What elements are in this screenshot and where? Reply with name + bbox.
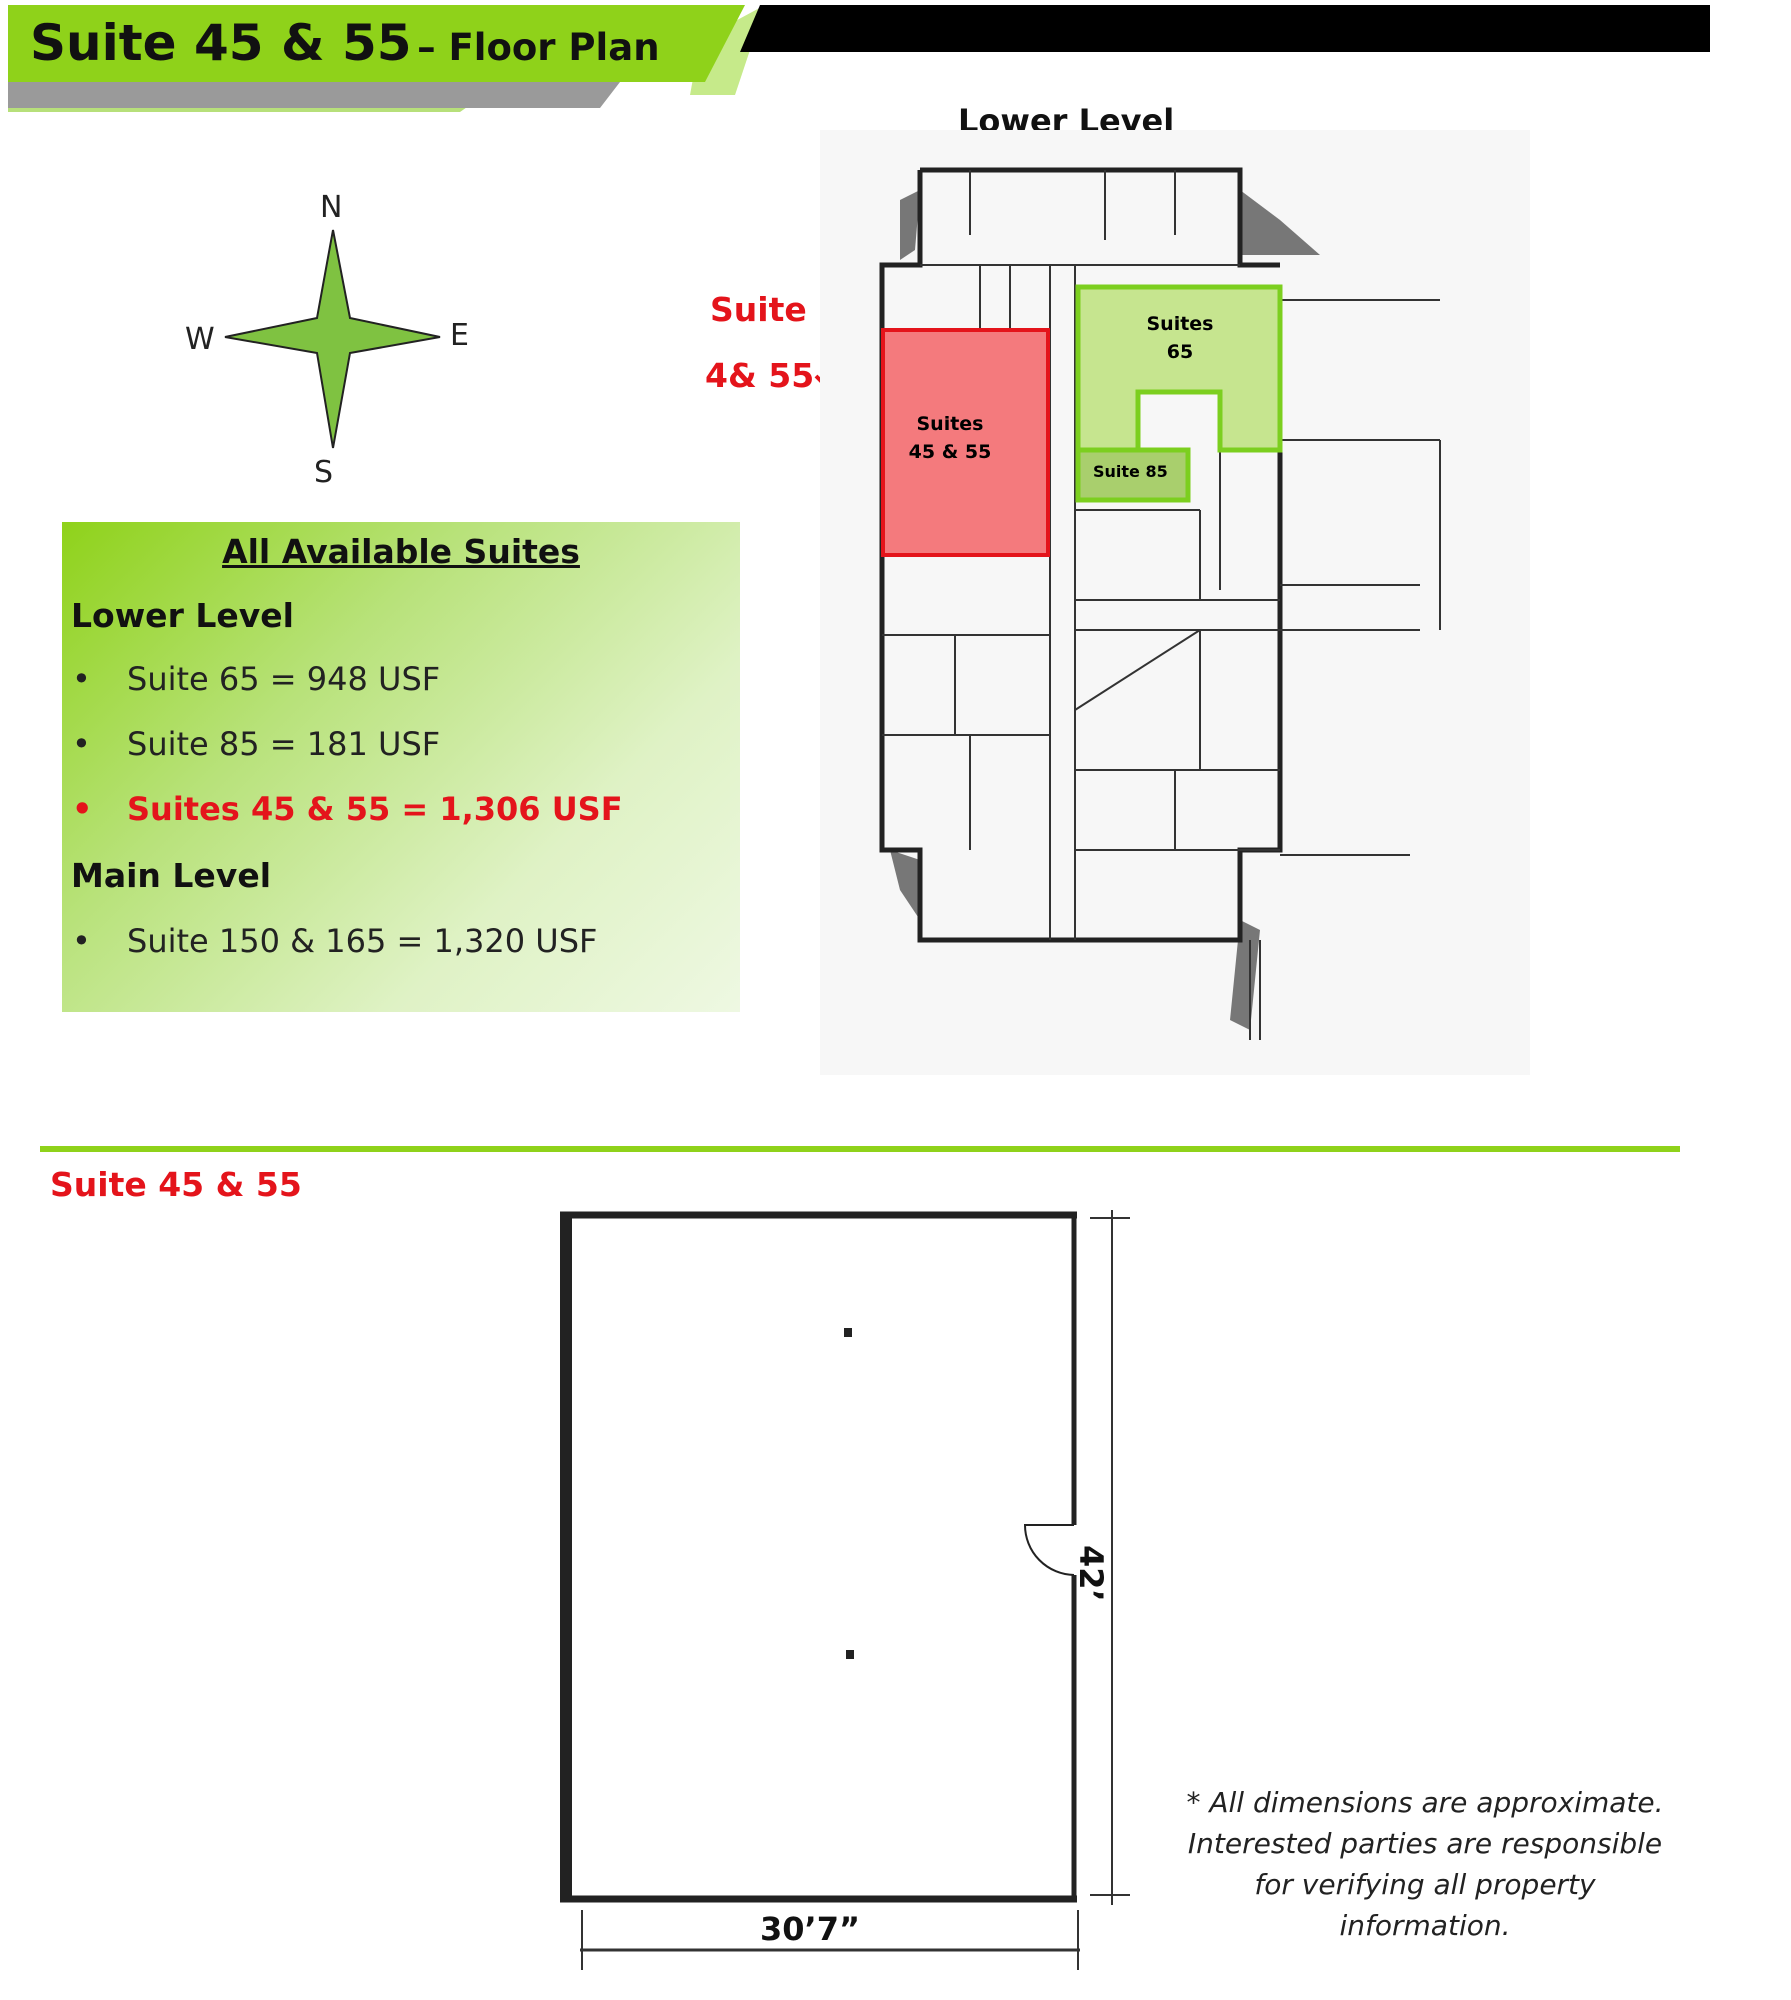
lower-level-floor-plan: [820, 130, 1530, 1075]
door-icon: [1023, 1524, 1075, 1576]
header-banner: [8, 5, 1710, 112]
suite-list-item: • Suite 65 = 948 USF: [72, 660, 440, 698]
detail-plan-title: Suite 45 & 55: [50, 1165, 302, 1204]
suite-85-highlight[interactable]: [1075, 447, 1191, 503]
callout-label-line1: Suite: [710, 290, 807, 329]
available-suites-panel: All Available Suites Lower Level • Suite …: [62, 522, 740, 1012]
suite-45-55-text: Suites 45 & 55 = 1,306 USF: [127, 790, 623, 828]
disclaimer-line: * All dimensions are approximate.: [1186, 1786, 1664, 1819]
page-title: Suite 45 & 55 – Floor Plan: [30, 14, 660, 72]
disclaimer: * All dimensions are approximate. Intere…: [1160, 1782, 1690, 1946]
compass-south: S: [314, 455, 334, 490]
section-divider: [40, 1146, 1680, 1152]
bullet: •: [72, 660, 91, 698]
suite-list-item: • Suite 85 = 181 USF: [72, 725, 440, 763]
available-suites-heading: All Available Suites: [222, 532, 580, 571]
lower-level-title: Lower Level: [71, 596, 294, 635]
suite-65-label-line1: Suites: [1146, 313, 1214, 335]
disclaimer-line: Interested parties are responsible: [1187, 1827, 1663, 1860]
suite-65-text: Suite 65 = 948 USF: [127, 660, 441, 698]
bullet: •: [72, 922, 91, 960]
width-dimension: 30’7”: [760, 1910, 860, 1948]
suite-list-item: • Suite 150 & 165 = 1,320 USF: [72, 922, 597, 960]
bullet: •: [72, 790, 93, 828]
main-level-title: Main Level: [71, 856, 272, 895]
title-sub: – Floor Plan: [417, 26, 660, 69]
compass-rose-icon: [224, 229, 441, 449]
suite-150-165-text: Suite 150 & 165 = 1,320 USF: [127, 922, 598, 960]
suite-85-label: Suite 85: [1093, 462, 1168, 481]
compass-east: E: [450, 318, 469, 353]
compass-north: N: [320, 190, 343, 225]
title-main: Suite 45 & 55: [30, 14, 412, 72]
callout-label-line2: 4& 55: [705, 356, 815, 395]
suite-65-label-line2: 65: [1166, 341, 1194, 363]
red-suite-label: Suites 45 & 55: [905, 410, 995, 466]
bullet: •: [72, 725, 91, 763]
suite-list-item-highlighted: • Suites 45 & 55 = 1,306 USF: [72, 790, 623, 828]
disclaimer-line: information.: [1339, 1909, 1511, 1942]
disclaimer-line: for verifying all property: [1254, 1868, 1596, 1901]
suite-65-label: Suites 65: [1140, 310, 1220, 366]
red-suite-label-line1: Suites: [916, 413, 984, 435]
height-dimension: 42’: [1072, 1545, 1110, 1602]
suite-45-55-highlight[interactable]: [881, 328, 1050, 557]
suite-85-text: Suite 85 = 181 USF: [127, 725, 441, 763]
red-suite-label-line2: 45 & 55: [908, 441, 992, 463]
suite-45-55-detail-plan: [560, 1210, 1130, 1970]
compass-west: W: [185, 322, 215, 357]
